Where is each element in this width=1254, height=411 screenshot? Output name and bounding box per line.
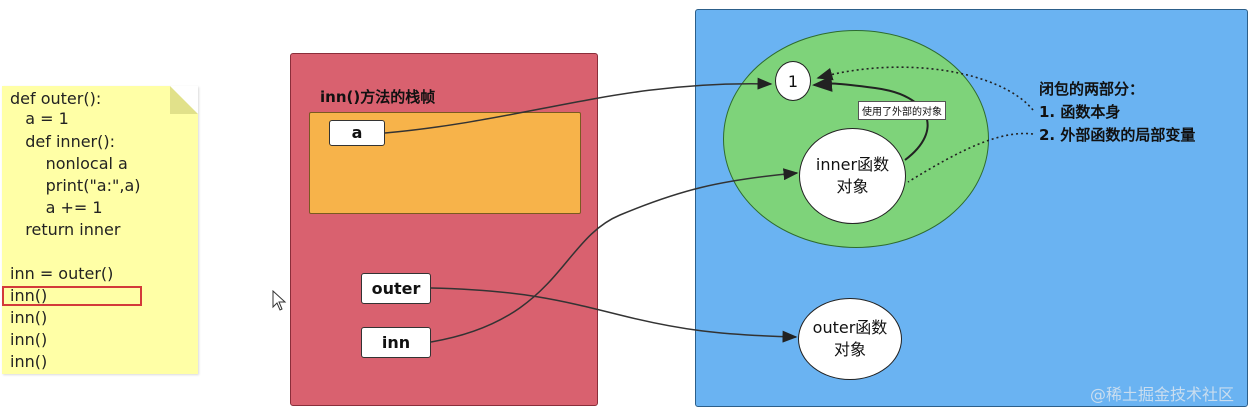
code-line: inn()	[10, 308, 48, 327]
code-line: return inner	[10, 220, 121, 239]
stack-panel	[290, 53, 598, 406]
arrow-inner-uses-cell	[812, 75, 929, 161]
cell-value: 1	[775, 61, 811, 101]
code-line: inn()	[10, 286, 48, 305]
inner-function-object: inner函数 对象	[799, 128, 906, 224]
arrow-a-to-cell	[384, 77, 773, 134]
code-line: nonlocal a	[10, 154, 128, 173]
outer-function-object: outer函数 对象	[798, 298, 902, 380]
closure-point-1: 1. 函数本身	[1039, 103, 1121, 121]
note-fold-corner	[170, 86, 198, 114]
arrow-inn-to-inner	[430, 168, 799, 343]
local-var-a: a	[329, 120, 385, 146]
code-line: a += 1	[10, 198, 103, 217]
dotted-note-to-inner	[907, 132, 1034, 183]
var-outer: outer	[361, 273, 431, 304]
code-note: def outer(): a = 1 def inner(): nonlocal…	[2, 86, 198, 374]
var-inn: inn	[361, 327, 431, 358]
watermark: @稀土掘金技术社区	[1090, 385, 1235, 404]
uses-label: 使用了外部的对象	[858, 101, 946, 120]
code-line: inn()	[10, 352, 48, 371]
code-line: print("a:",a)	[10, 176, 141, 195]
frame-title: inn()方法的栈帧	[320, 88, 436, 106]
code-line: inn()	[10, 330, 48, 349]
mouse-cursor-icon	[272, 290, 287, 311]
code-line: def outer():	[10, 89, 102, 108]
code-line: a = 1	[10, 109, 69, 128]
code-lines: def outer(): a = 1 def inner(): nonlocal…	[2, 86, 198, 374]
arrow-outer-to-outerfunc	[430, 287, 798, 343]
highlight-box	[2, 286, 142, 306]
closure-point-2: 2. 外部函数的局部变量	[1039, 126, 1196, 144]
code-line: def inner():	[10, 132, 115, 151]
dotted-note-to-cell	[816, 66, 1034, 111]
closure-title: 闭包的两部分：	[1039, 80, 1145, 98]
code-line: inn = outer()	[10, 264, 114, 283]
